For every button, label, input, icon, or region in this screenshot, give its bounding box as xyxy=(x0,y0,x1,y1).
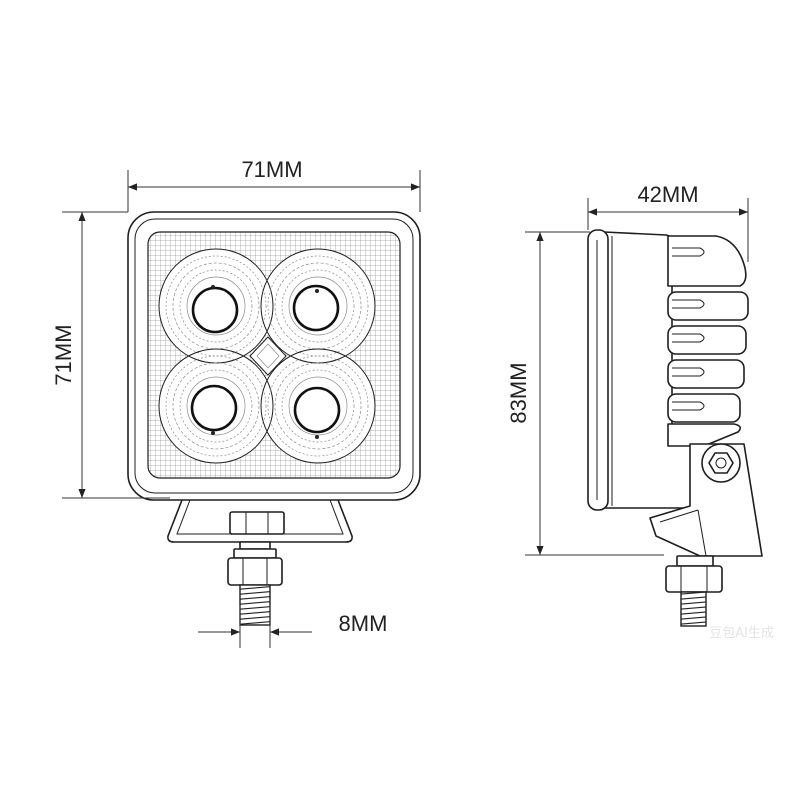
lens-bottom-right xyxy=(260,348,376,464)
dimension-label-bolt-diameter: 8MM xyxy=(339,611,388,636)
fin-groove xyxy=(672,401,705,411)
front-mounting-bolt xyxy=(227,541,283,626)
led-dot xyxy=(211,431,215,435)
led-dot xyxy=(315,435,319,439)
dimension-side-height: 83MM xyxy=(506,231,664,556)
lens-ring xyxy=(260,348,376,464)
lens-ring xyxy=(288,276,348,336)
diamond-outer xyxy=(249,336,287,376)
dimension-front-width: 71MM xyxy=(127,157,421,212)
led-dot xyxy=(315,289,319,293)
watermark: 豆包AI生成 xyxy=(709,626,774,641)
lens-ring xyxy=(267,355,369,457)
cooling-fins xyxy=(667,235,749,447)
led-hole xyxy=(190,384,238,432)
bolt-thread xyxy=(239,584,271,626)
bolt-washer xyxy=(233,548,277,559)
lens-ring xyxy=(179,369,253,443)
bracket-edge xyxy=(659,509,699,523)
dimension-label-front-height: 71MM xyxy=(51,324,76,385)
lens-ring xyxy=(281,269,355,343)
fin xyxy=(667,291,749,321)
led-hole xyxy=(191,286,239,334)
bolt-nut xyxy=(227,557,283,586)
dimension-bolt-diameter: 8MM xyxy=(198,605,387,648)
fin-groove xyxy=(672,367,705,377)
lens-ring xyxy=(267,255,369,357)
bolt-neck xyxy=(239,541,271,550)
center-diamond xyxy=(249,336,287,376)
side-mounting-bolt xyxy=(665,555,723,627)
side-lens-plate xyxy=(587,229,609,511)
bracket-edge xyxy=(697,509,707,557)
lens-ring xyxy=(186,276,246,336)
lens-ring xyxy=(172,362,260,450)
fin xyxy=(667,393,741,423)
fin-groove xyxy=(672,299,705,309)
front-housing-inner xyxy=(134,218,414,494)
front-view xyxy=(127,211,421,626)
dimension-front-height: 71MM xyxy=(51,211,170,499)
pivot-nut xyxy=(708,452,734,474)
lens-ring xyxy=(165,355,267,457)
dimension-label-side-depth: 42MM xyxy=(637,182,698,207)
pivot-bolt xyxy=(715,457,727,469)
dimension-label-front-width: 71MM xyxy=(241,157,302,182)
lens-ring xyxy=(158,348,274,464)
bolt-thread xyxy=(680,591,707,627)
bolt-washer xyxy=(676,555,714,567)
housing-lower-back xyxy=(667,423,742,447)
front-bolt-head xyxy=(229,511,285,535)
dimension-label-side-height: 83MM xyxy=(506,362,531,423)
lens-bottom-left xyxy=(158,348,274,464)
lens-ring xyxy=(165,255,267,357)
led-hole xyxy=(292,284,340,332)
side-bracket xyxy=(649,443,763,557)
bolt-nut xyxy=(665,565,723,593)
lens-ring xyxy=(179,269,253,343)
diamond-inner xyxy=(256,343,280,369)
lens-ring xyxy=(281,369,355,443)
lens-top-right xyxy=(260,248,376,364)
led-dot xyxy=(211,285,215,289)
lens-ring xyxy=(274,362,362,450)
fin xyxy=(667,359,745,389)
fin-groove xyxy=(672,333,705,343)
side-view xyxy=(587,229,763,627)
lens-ring xyxy=(288,376,348,436)
lens-ring xyxy=(186,376,246,436)
led-hole xyxy=(293,386,341,434)
bolt-head xyxy=(229,511,285,535)
fin xyxy=(667,235,747,287)
fin xyxy=(667,325,747,355)
dimension-side-depth: 42MM xyxy=(587,182,749,262)
fin-groove xyxy=(672,247,705,257)
lens-top-left xyxy=(158,248,274,364)
